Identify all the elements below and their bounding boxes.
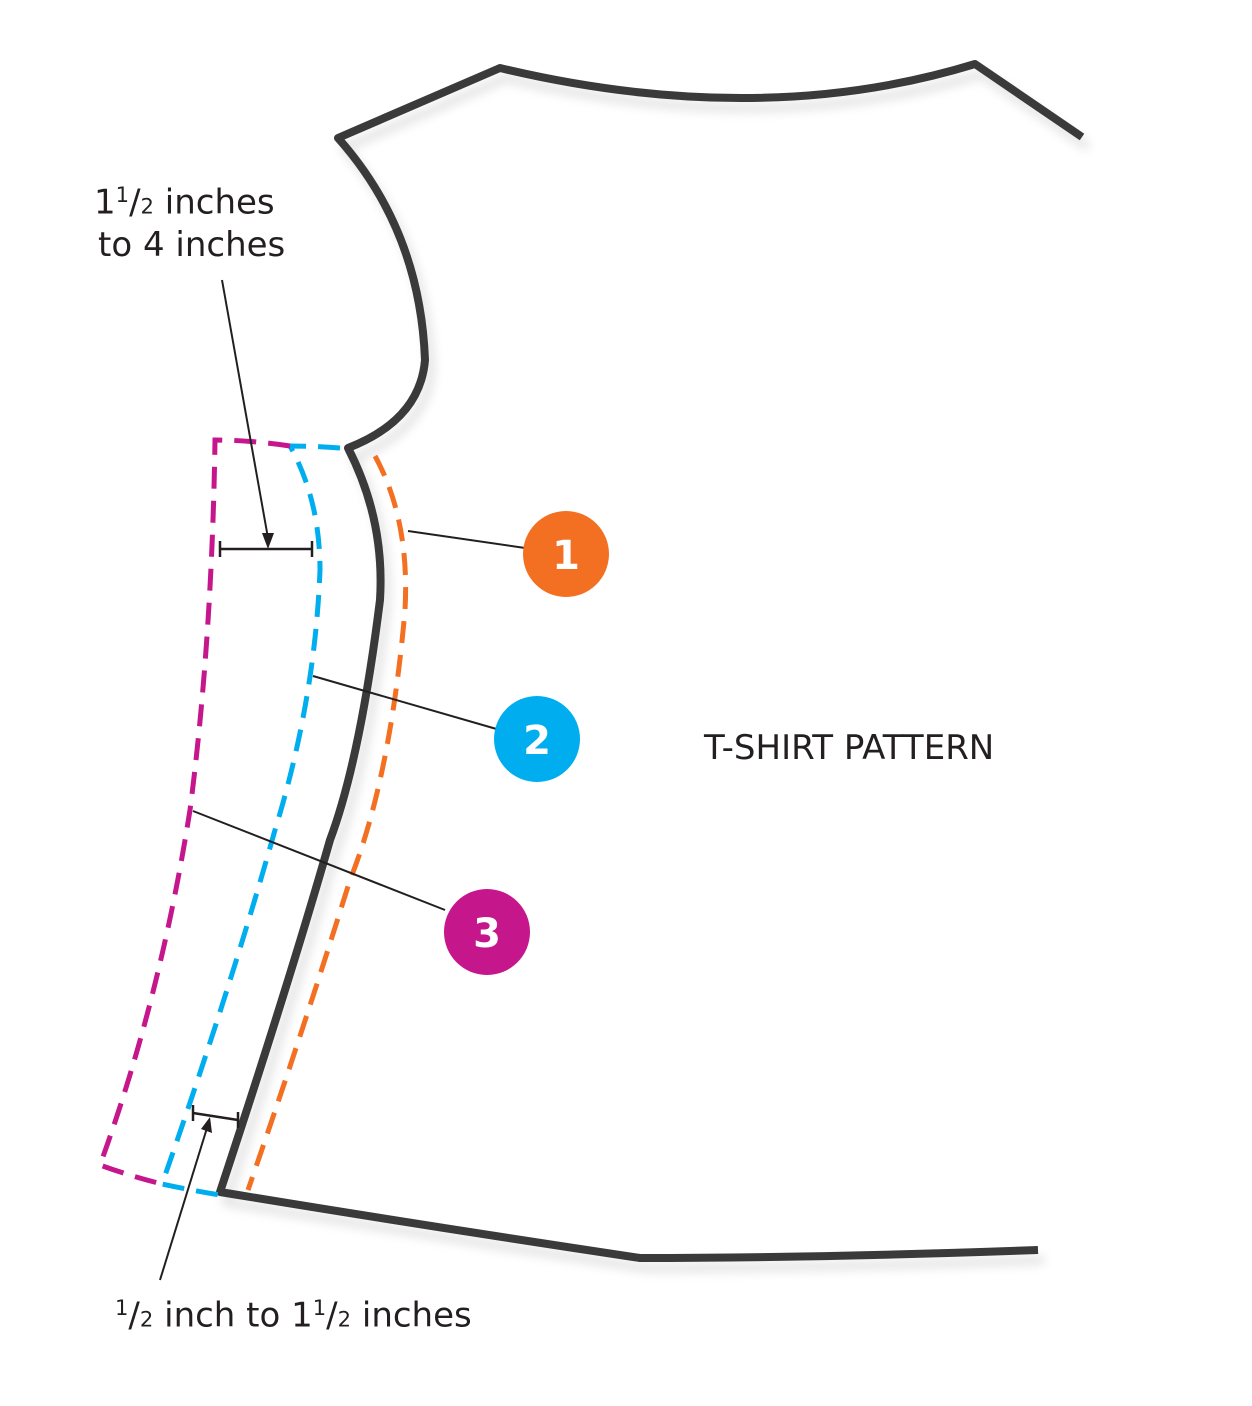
bottom-dim-a-denominator: 2 (139, 1306, 154, 1332)
top-dim-numerator: 1 (115, 182, 130, 207)
bottom-dimension-label: 1/2 inch to 11/2 inches (115, 1295, 472, 1336)
top-dimension-line-1: 11/2 inches (94, 182, 275, 223)
bottom-dim-b-numerator: 1 (312, 1295, 327, 1320)
badge-3-circle (444, 889, 530, 975)
bottom-dim-middle: inch to 1 (153, 1295, 313, 1336)
pattern-label: T-SHIRT PATTERN (704, 728, 995, 768)
leader-line-2 (312, 675, 501, 731)
bottom-dim-b-denominator: 2 (337, 1306, 352, 1332)
magenta-dashed-line (96, 437, 291, 1187)
top-dimension-marker (218, 279, 314, 557)
bottom-dim-unit: inches (351, 1295, 472, 1336)
badge-2-circle (494, 696, 580, 782)
badge-1-circle (523, 511, 609, 597)
top-dim-denominator: 2 (140, 193, 154, 219)
pattern-outline (216, 60, 1085, 1262)
orange-dashed-line (245, 454, 409, 1191)
badge-3-number: 3 (473, 911, 501, 957)
top-dim-whole: 1 (94, 182, 116, 223)
outline-shadow (222, 70, 1091, 1272)
badge-1: 1 (523, 511, 609, 597)
bottom-dimension-marker (159, 1105, 240, 1281)
badge-2: 2 (494, 696, 580, 782)
top-dim-unit: inches (153, 182, 275, 223)
badge-1-number: 1 (552, 533, 580, 579)
leader-line-1 (407, 530, 526, 549)
badge-2-number: 2 (523, 718, 551, 764)
blue-dashed-line (158, 443, 341, 1198)
badge-3: 3 (444, 889, 530, 975)
top-dimension-label: 11/2 inches to 4 inches (94, 184, 285, 262)
bottom-dim-a-numerator: 1 (115, 1295, 129, 1320)
top-dimension-line-2: to 4 inches (98, 225, 286, 265)
leader-line-3 (192, 810, 446, 911)
